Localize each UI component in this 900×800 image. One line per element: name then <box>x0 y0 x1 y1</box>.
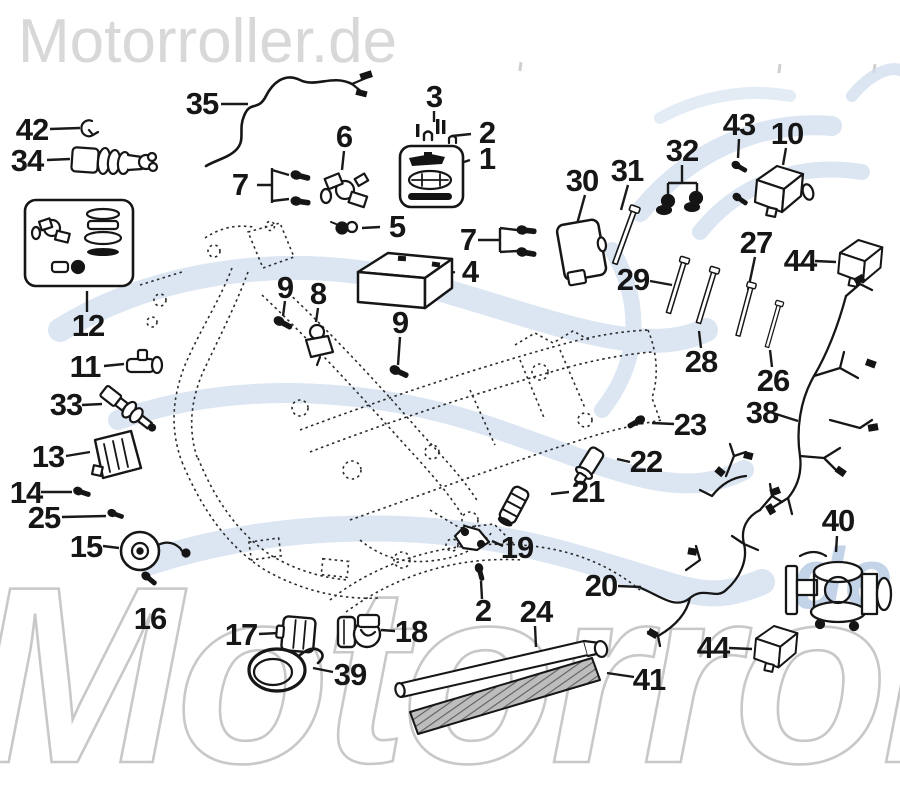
callout-3: 3 <box>425 79 443 114</box>
callout-8: 8 <box>309 276 327 311</box>
callout-7a: 7 <box>231 167 249 202</box>
part-nut-5 <box>330 220 359 235</box>
callout-24: 24 <box>519 594 553 629</box>
callout-34: 34 <box>10 143 44 178</box>
callout-20: 20 <box>584 568 618 603</box>
callout-41: 41 <box>632 662 666 697</box>
callout-14: 14 <box>9 475 43 510</box>
callout-6: 6 <box>335 119 353 154</box>
part-battery-4 <box>356 251 454 310</box>
callout-25: 25 <box>27 500 61 535</box>
part-ignition-coil-6 <box>319 172 370 209</box>
callout-7b: 7 <box>459 222 477 257</box>
part-mesh-sleeve-41 <box>409 657 601 735</box>
callout-28: 28 <box>684 344 718 379</box>
callout-30: 30 <box>565 163 599 198</box>
callout-21: 21 <box>571 474 605 509</box>
callout-32: 32 <box>665 133 699 168</box>
part-wiring-harness-20 <box>639 442 784 648</box>
callout-43: 43 <box>722 107 756 142</box>
callout-39: 39 <box>333 657 367 692</box>
part-tube-24 <box>394 639 609 699</box>
callout-26: 26 <box>756 363 790 398</box>
part-relay-10 <box>753 164 815 219</box>
callout-5: 5 <box>388 209 406 244</box>
part-connector-set-3 <box>416 119 458 145</box>
part-wiring-harness-38 <box>765 273 879 516</box>
part-fuse-box-1 <box>398 144 465 209</box>
callout-33: 33 <box>49 387 83 422</box>
part-switch-18 <box>336 613 382 649</box>
part-horn-15 <box>119 530 191 572</box>
callout-18: 18 <box>394 614 428 649</box>
callout-1: 1 <box>478 141 496 176</box>
callout-10: 10 <box>770 116 804 151</box>
callout-2: 2 <box>478 115 496 150</box>
part-regulator-13 <box>90 429 143 480</box>
callout-2b: 2 <box>474 593 492 628</box>
callout-9a: 9 <box>276 270 294 305</box>
callout-11: 11 <box>69 349 102 384</box>
callout-13: 13 <box>31 439 65 474</box>
callout-38: 38 <box>745 395 779 430</box>
callout-4: 4 <box>461 254 479 289</box>
watermark-top-text: Motorroller.de <box>18 7 397 76</box>
callout-16: 16 <box>133 601 167 636</box>
callout-42: 42 <box>15 112 49 147</box>
watermark-tick-marks <box>518 61 877 74</box>
callout-19: 19 <box>500 530 534 565</box>
part-switch-17 <box>275 615 317 654</box>
callout-35: 35 <box>185 86 219 121</box>
part-bracket-8 <box>304 323 335 367</box>
part-spark-plug-cap-34 <box>70 146 159 176</box>
callout-31: 31 <box>610 153 644 188</box>
callout-22: 22 <box>629 444 663 479</box>
callout-9b: 9 <box>391 305 409 340</box>
callout-12: 12 <box>71 308 105 343</box>
part-cdi-unit-30 <box>555 218 608 287</box>
part-sensor-kit-12 <box>23 198 135 288</box>
part-cylinder-21 <box>497 485 530 527</box>
callout-29: 29 <box>616 262 650 297</box>
part-throttle-body-40 <box>784 550 893 632</box>
part-sensor-22 <box>574 446 605 485</box>
callout-44b: 44 <box>696 630 730 665</box>
callout-17: 17 <box>224 617 258 652</box>
leader-lines <box>41 102 839 679</box>
part-bracket-19 <box>453 524 491 552</box>
part-oring-39 <box>247 647 324 693</box>
part-spark-plug-33 <box>99 384 157 432</box>
part-fitting-11 <box>125 348 164 375</box>
callout-27: 27 <box>739 225 773 260</box>
callout-15: 15 <box>69 529 103 564</box>
part-flange-bolts-32 <box>655 190 704 216</box>
callout-44a: 44 <box>783 243 817 278</box>
part-cable-35 <box>204 70 373 168</box>
callout-40: 40 <box>821 503 855 538</box>
callout-23: 23 <box>673 407 707 442</box>
part-clip-42 <box>80 119 100 138</box>
